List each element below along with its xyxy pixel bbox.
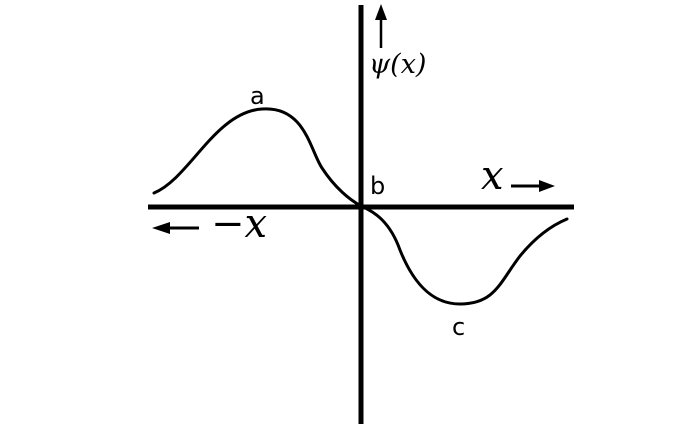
x-axis-negative-label: −x [211,201,268,247]
point-a-label: a [250,82,265,110]
point-c-label: c [452,313,466,341]
x-axis-positive-label: x [481,153,504,199]
y-label-arrow-head [375,4,387,20]
x-pos-arrow-head [539,180,555,192]
x-neg-arrow-head [152,222,170,234]
point-b-label: b [370,172,386,200]
y-axis-label: ψ(x) [369,49,427,80]
wavefunction-curve [152,107,569,306]
